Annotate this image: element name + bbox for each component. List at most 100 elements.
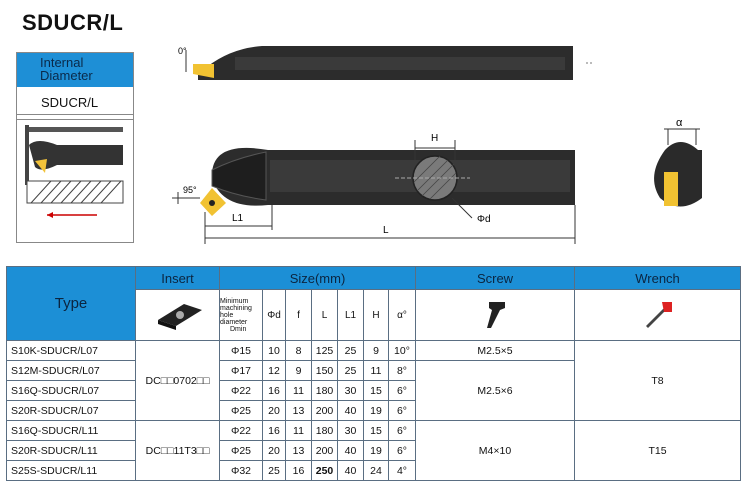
wrench-icon bbox=[645, 301, 672, 328]
cell-H: 15 bbox=[363, 420, 389, 441]
screw-cell: M4×10 bbox=[415, 420, 575, 481]
cell-dmin: Φ32 bbox=[219, 460, 263, 481]
dim-H-label: H bbox=[431, 133, 438, 144]
angle-95-label: 95° bbox=[183, 185, 197, 195]
col-wrench-header: Wrench bbox=[574, 266, 741, 290]
cell-H: 9 bbox=[363, 340, 389, 361]
angle-top-label: 0° bbox=[178, 46, 187, 56]
col-type-header: Type bbox=[6, 266, 136, 341]
cell-d: 25 bbox=[262, 460, 286, 481]
insert-image bbox=[135, 289, 220, 341]
cell-L1: 40 bbox=[337, 400, 364, 421]
page-title: SDUCR/L bbox=[22, 10, 124, 35]
cell-L1: 25 bbox=[337, 360, 364, 381]
cell-H: 24 bbox=[363, 460, 389, 481]
cell-d: 10 bbox=[262, 340, 286, 361]
cell-L1: 40 bbox=[337, 460, 364, 481]
cell-dmin: Φ25 bbox=[219, 440, 263, 461]
product-type-name: SDUCR/L bbox=[41, 95, 99, 110]
screw-cell: M2.5×6 bbox=[415, 360, 575, 421]
tool-drawing: 0° H Φd L1 L 95° α bbox=[172, 46, 702, 244]
cell-alpha: 8° bbox=[388, 360, 416, 381]
col-insert-header: Insert bbox=[135, 266, 220, 290]
row-type: S12M-SDUCR/L07 bbox=[6, 360, 136, 381]
cell-dmin: Φ17 bbox=[219, 360, 263, 381]
row-type: S20R-SDUCR/L11 bbox=[6, 440, 136, 461]
cell-L: 125 bbox=[311, 340, 338, 361]
side-view: H Φd L1 L 95° bbox=[172, 133, 576, 244]
cell-f: 13 bbox=[285, 400, 312, 421]
top-view: 0° bbox=[178, 46, 592, 80]
usage-illustration bbox=[16, 114, 134, 243]
cell-L: 150 bbox=[311, 360, 338, 381]
cell-alpha: 4° bbox=[388, 460, 416, 481]
insert-icon bbox=[157, 303, 202, 330]
cell-dmin: Φ22 bbox=[219, 420, 263, 441]
sub-L: L bbox=[311, 289, 338, 341]
spec-table: Type Insert Size(mm) Screw Wrench Minimu… bbox=[6, 266, 741, 481]
cell-f: 9 bbox=[285, 360, 312, 381]
sub-L1: L1 bbox=[337, 289, 364, 341]
cell-L1: 25 bbox=[337, 340, 364, 361]
wrench-cell: T8 bbox=[574, 340, 741, 421]
cell-alpha: 6° bbox=[388, 440, 416, 461]
cell-L1: 30 bbox=[337, 380, 364, 401]
cell-alpha: 6° bbox=[388, 380, 416, 401]
sub-H: H bbox=[363, 289, 389, 341]
cell-alpha: 6° bbox=[388, 400, 416, 421]
dim-L-label: L bbox=[383, 225, 389, 236]
row-type: S16Q-SDUCR/L11 bbox=[6, 420, 136, 441]
row-type: S20R-SDUCR/L07 bbox=[6, 400, 136, 421]
cell-f: 13 bbox=[285, 440, 312, 461]
wrench-image bbox=[574, 289, 741, 341]
cell-d: 12 bbox=[262, 360, 286, 381]
sub-d: Φd bbox=[262, 289, 286, 341]
cell-L1: 30 bbox=[337, 420, 364, 441]
screw-image bbox=[415, 289, 575, 341]
cell-f: 11 bbox=[285, 420, 312, 441]
product-type-box: Internal Diameter SDUCR/L bbox=[16, 52, 134, 120]
col-screw-header: Screw bbox=[415, 266, 575, 290]
col-size-header: Size(mm) bbox=[219, 266, 416, 290]
cell-L: 200 bbox=[311, 440, 338, 461]
dmin-sym: Dmin bbox=[230, 325, 247, 333]
sub-f: f bbox=[285, 289, 312, 341]
cell-H: 11 bbox=[363, 360, 389, 381]
cell-d: 20 bbox=[262, 400, 286, 421]
cell-H: 19 bbox=[363, 400, 389, 421]
end-view: α bbox=[654, 117, 702, 207]
cell-d: 16 bbox=[262, 420, 286, 441]
cell-L: 180 bbox=[311, 380, 338, 401]
dim-L1-label: L1 bbox=[232, 213, 244, 224]
wrench-cell: T15 bbox=[574, 420, 741, 481]
cell-L1: 40 bbox=[337, 440, 364, 461]
screw-icon bbox=[487, 301, 505, 328]
dmin-label: Minimum machining hole diameter bbox=[220, 297, 252, 326]
cell-L: 180 bbox=[311, 420, 338, 441]
cell-L: 250 bbox=[311, 460, 338, 481]
cell-H: 19 bbox=[363, 440, 389, 461]
cell-dmin: Φ15 bbox=[219, 340, 263, 361]
row-type: S25S-SDUCR/L11 bbox=[6, 460, 136, 481]
row-type: S16Q-SDUCR/L07 bbox=[6, 380, 136, 401]
screw-cell: M2.5×5 bbox=[415, 340, 575, 361]
cell-d: 20 bbox=[262, 440, 286, 461]
cell-f: 11 bbox=[285, 380, 312, 401]
product-type-header: Internal Diameter bbox=[17, 53, 133, 87]
cell-L: 200 bbox=[311, 400, 338, 421]
sub-alpha: α° bbox=[388, 289, 416, 341]
insert-code-07: DC□□0702□□ bbox=[135, 340, 220, 421]
cell-f: 16 bbox=[285, 460, 312, 481]
dim-d-label: Φd bbox=[477, 214, 491, 225]
cell-alpha: 6° bbox=[388, 420, 416, 441]
cell-H: 15 bbox=[363, 380, 389, 401]
dim-alpha-label: α bbox=[676, 117, 683, 129]
insert-code-11: DC□□11T3□□ bbox=[135, 420, 220, 481]
cell-alpha: 10° bbox=[388, 340, 416, 361]
usage-illustration-svg bbox=[25, 125, 124, 218]
cell-dmin: Φ22 bbox=[219, 380, 263, 401]
cell-f: 8 bbox=[285, 340, 312, 361]
row-type: S10K-SDUCR/L07 bbox=[6, 340, 136, 361]
cell-dmin: Φ25 bbox=[219, 400, 263, 421]
cell-d: 16 bbox=[262, 380, 286, 401]
